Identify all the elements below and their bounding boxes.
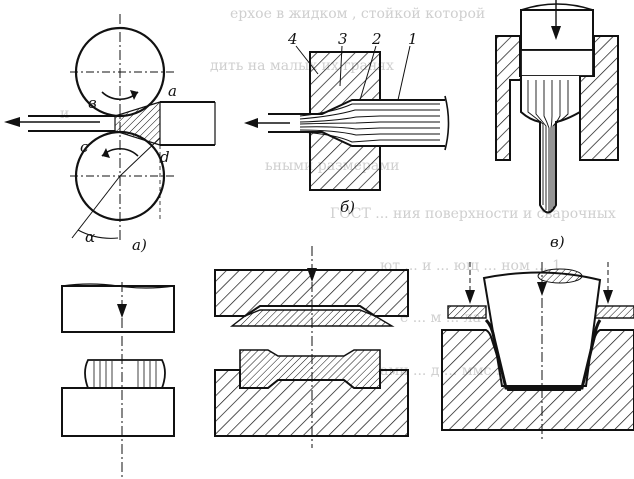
flow-lines xyxy=(299,103,440,143)
upset-workpiece xyxy=(84,359,166,389)
ghost-line-6: ют ... и ... ющ ... ном ... 1 xyxy=(380,258,561,274)
extruded-part xyxy=(520,76,581,214)
blank-holder-right xyxy=(593,305,634,319)
punch-arrow-head xyxy=(551,26,561,40)
label-alpha: α xyxy=(85,228,95,246)
billet xyxy=(520,49,594,77)
rolling-diagram: a в c d α а) xyxy=(4,14,216,254)
label-1: 1 xyxy=(408,30,418,48)
label-c: c xyxy=(80,138,89,156)
label-a: a xyxy=(168,82,177,100)
upsetting-diagram xyxy=(61,282,175,479)
blank-holder-left xyxy=(447,305,487,319)
die-upper-half xyxy=(309,51,381,115)
deep-drawing-diagram xyxy=(441,262,634,440)
drawn-cup xyxy=(484,318,602,390)
drawing-diagram: 4 3 2 1 б) xyxy=(244,30,450,216)
upper-die xyxy=(214,269,409,317)
label-2: 2 xyxy=(371,30,382,48)
label-4: 4 xyxy=(287,30,298,48)
contact-angle-arc xyxy=(77,229,119,239)
caption-a: а) xyxy=(132,236,147,254)
die-forging-diagram xyxy=(214,246,409,448)
ghost-line-1: ерхое в жидком , стойкой которой xyxy=(230,6,485,22)
extrusion-flow-lines xyxy=(527,80,569,212)
exit-arrow-head xyxy=(4,117,20,127)
ghost-line-3: и xyxy=(60,106,69,122)
draw-arrow-head xyxy=(244,118,258,128)
ghost-line-5: ГОСТ ... ния поверхности и сварочных xyxy=(330,206,616,222)
label-3: 3 xyxy=(338,30,348,48)
label-b: в xyxy=(88,94,97,112)
extrusion-diagram: в) xyxy=(495,0,619,251)
upper-platen xyxy=(61,285,175,333)
caption-c: в) xyxy=(550,233,565,251)
caption-b: б) xyxy=(340,198,355,216)
deformation-zone xyxy=(114,101,161,146)
lower-platen xyxy=(61,387,175,437)
rolled-strip xyxy=(4,101,216,146)
label-d: d xyxy=(160,148,170,166)
